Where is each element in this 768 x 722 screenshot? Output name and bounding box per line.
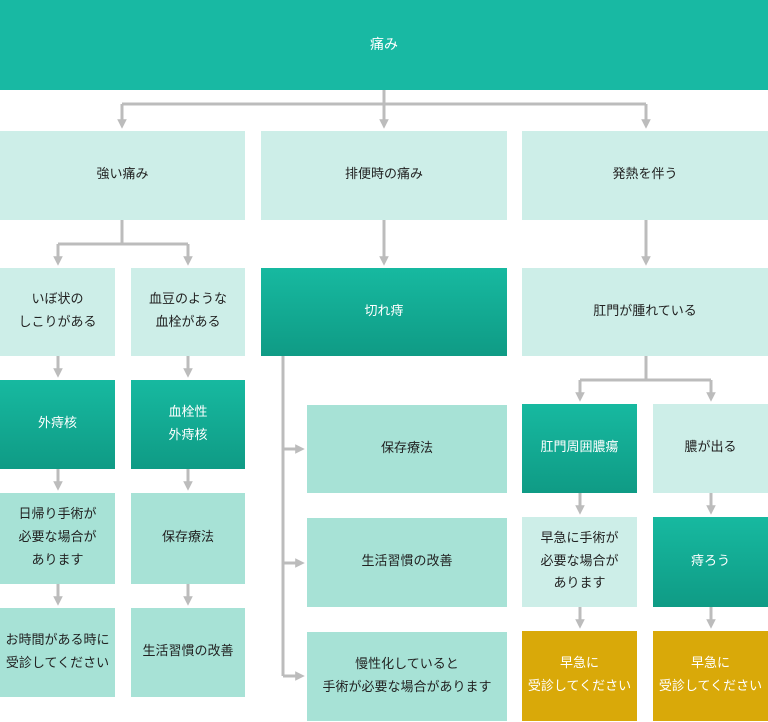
defecation-pain-node: 排便時の痛み (261, 131, 507, 220)
urgent-visit-node: 早急に 受診してください (522, 631, 637, 721)
external-hemorrhoid-node: 外痔核 (0, 380, 115, 469)
visit-when-free-node: お時間がある時に 受診してください (0, 608, 115, 697)
lifestyle-improvement-node-2: 生活習慣の改善 (131, 608, 245, 697)
fistula-node: 痔ろう (653, 517, 768, 607)
chronic-surgery-node: 慢性化していると 手術が必要な場合があります (307, 632, 507, 721)
root-node: 痛み (0, 0, 768, 90)
thrombosed-hemorrhoid-node: 血栓性 外痔核 (131, 380, 245, 469)
strong-pain-node: 強い痛み (0, 131, 245, 220)
fissure-node: 切れ痔 (261, 268, 507, 356)
anal-swelling-node: 肛門が腫れている (522, 268, 768, 356)
day-surgery-node: 日帰り手術が 必要な場合が あります (0, 493, 115, 584)
urgent-surgery-node: 早急に手術が 必要な場合が あります (522, 517, 637, 607)
conservative-treatment-node-2: 保存療法 (131, 493, 245, 584)
pus-node: 膿が出る (653, 404, 768, 493)
conservative-treatment-node: 保存療法 (307, 405, 507, 493)
wart-lump-node: いぼ状の しこりがある (0, 268, 115, 356)
urgent-visit-node-2: 早急に 受診してください (653, 631, 768, 721)
blood-blister-node: 血豆のような 血栓がある (131, 268, 245, 356)
lifestyle-improvement-node: 生活習慣の改善 (307, 518, 507, 607)
fever-node: 発熱を伴う (522, 131, 768, 220)
perianal-abscess-node: 肛門周囲膿瘍 (522, 404, 637, 493)
